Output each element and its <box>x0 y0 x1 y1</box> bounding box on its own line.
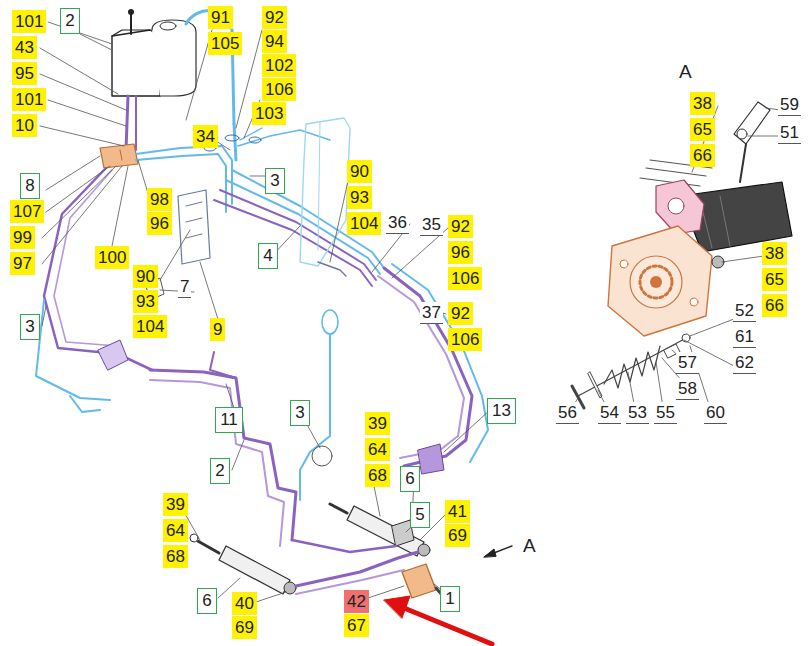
callout-number: 66 <box>690 144 715 167</box>
part-group-box: 11 <box>215 407 243 433</box>
callout-number: 99 <box>10 226 35 249</box>
callout-number: 68 <box>163 545 188 568</box>
callout-number: 35 <box>420 214 443 236</box>
callout-number: 90 <box>133 265 158 288</box>
callout-number: 57 <box>676 352 699 374</box>
group-number: 1 <box>445 589 454 609</box>
view-letter: A <box>520 534 539 557</box>
callout-number: 102 <box>262 54 296 77</box>
callout-number: 65 <box>690 118 715 141</box>
callout-number: 107 <box>10 200 44 223</box>
callout-number: 92 <box>448 302 473 325</box>
callout-number: 93 <box>133 290 158 313</box>
part-group-box: 3 <box>265 168 285 194</box>
callout-number: 10 <box>12 114 37 137</box>
callout-number: 64 <box>163 519 188 542</box>
part-group-box: 2 <box>210 458 230 484</box>
callout-number: 52 <box>733 300 756 322</box>
callout-number: 94 <box>262 30 287 53</box>
group-number: 3 <box>295 403 304 423</box>
group-number: 13 <box>492 401 511 421</box>
group-number: 6 <box>405 469 414 489</box>
callout-number: 93 <box>347 186 372 209</box>
callout-number: 106 <box>448 267 482 290</box>
callout-number: 66 <box>762 294 787 317</box>
callout-number: 104 <box>347 212 381 235</box>
callout-number: 54 <box>598 402 621 424</box>
callout-number: 67 <box>344 614 369 637</box>
callout-number: 69 <box>232 616 257 639</box>
callout-number: 60 <box>704 402 727 424</box>
part-group-box: 3 <box>20 314 40 340</box>
callout-number: 38 <box>690 92 715 115</box>
group-number: 4 <box>263 246 272 266</box>
callout-number: 38 <box>762 242 787 265</box>
callout-number: 96 <box>448 241 473 264</box>
part-group-box: 2 <box>60 8 80 34</box>
callout-number: 97 <box>10 252 35 275</box>
callout-number: 95 <box>12 62 37 85</box>
callout-number: 92 <box>262 6 287 29</box>
group-number: 6 <box>202 591 211 611</box>
group-number: 3 <box>25 317 34 337</box>
callout-number: 103 <box>252 102 286 125</box>
callout-number: 69 <box>445 524 470 547</box>
view-letter: A <box>676 60 695 83</box>
callout-number: 96 <box>147 212 172 235</box>
callout-number: 36 <box>386 212 409 234</box>
callout-number: 39 <box>163 493 188 516</box>
callout-number: 106 <box>262 78 296 101</box>
callout-number: 98 <box>147 188 172 211</box>
group-number: 2 <box>65 11 74 31</box>
callout-number: 51 <box>778 122 801 144</box>
callout-number: 100 <box>95 246 129 269</box>
callout-number: 61 <box>733 326 756 348</box>
callout-number: 62 <box>733 352 756 374</box>
group-number: 11 <box>220 410 238 430</box>
callout-number: 41 <box>445 500 470 523</box>
callout-number: 55 <box>654 402 677 424</box>
callout-number: 7 <box>178 276 191 298</box>
callout-number: 39 <box>365 412 390 435</box>
part-group-box: 5 <box>410 502 430 528</box>
callout-number: 59 <box>778 94 801 116</box>
group-number: 5 <box>415 505 424 525</box>
callout-number: 64 <box>365 438 390 461</box>
callout-number: 43 <box>12 36 37 59</box>
callout-number: 42 <box>344 590 369 613</box>
part-group-box: 1 <box>440 586 460 612</box>
callout-number: 53 <box>626 402 649 424</box>
part-group-box: 4 <box>258 243 278 269</box>
callout-number: 105 <box>208 32 242 55</box>
callout-number: 106 <box>448 328 482 351</box>
callout-number: 34 <box>193 125 218 148</box>
callout-number: 65 <box>762 268 787 291</box>
callout-number: 91 <box>208 6 233 29</box>
part-group-box: 8 <box>20 173 40 199</box>
callout-number: 101 <box>12 88 46 111</box>
group-number: 3 <box>270 171 279 191</box>
part-group-box: 3 <box>290 400 310 426</box>
callout-number: 104 <box>133 315 167 338</box>
callout-number: 37 <box>420 302 443 324</box>
callout-number: 40 <box>232 592 257 615</box>
callout-number: 101 <box>12 10 46 33</box>
part-group-box: 6 <box>400 466 420 492</box>
group-number: 2 <box>215 461 224 481</box>
group-number: 8 <box>25 176 34 196</box>
callout-number: 56 <box>556 402 579 424</box>
callout-number: 92 <box>448 215 473 238</box>
callout-number: 68 <box>365 464 390 487</box>
callout-number: 58 <box>676 378 699 400</box>
part-group-box: 6 <box>197 588 217 614</box>
callout-number: 9 <box>210 318 225 341</box>
part-group-box: 13 <box>487 398 516 424</box>
callout-number: 90 <box>347 160 372 183</box>
